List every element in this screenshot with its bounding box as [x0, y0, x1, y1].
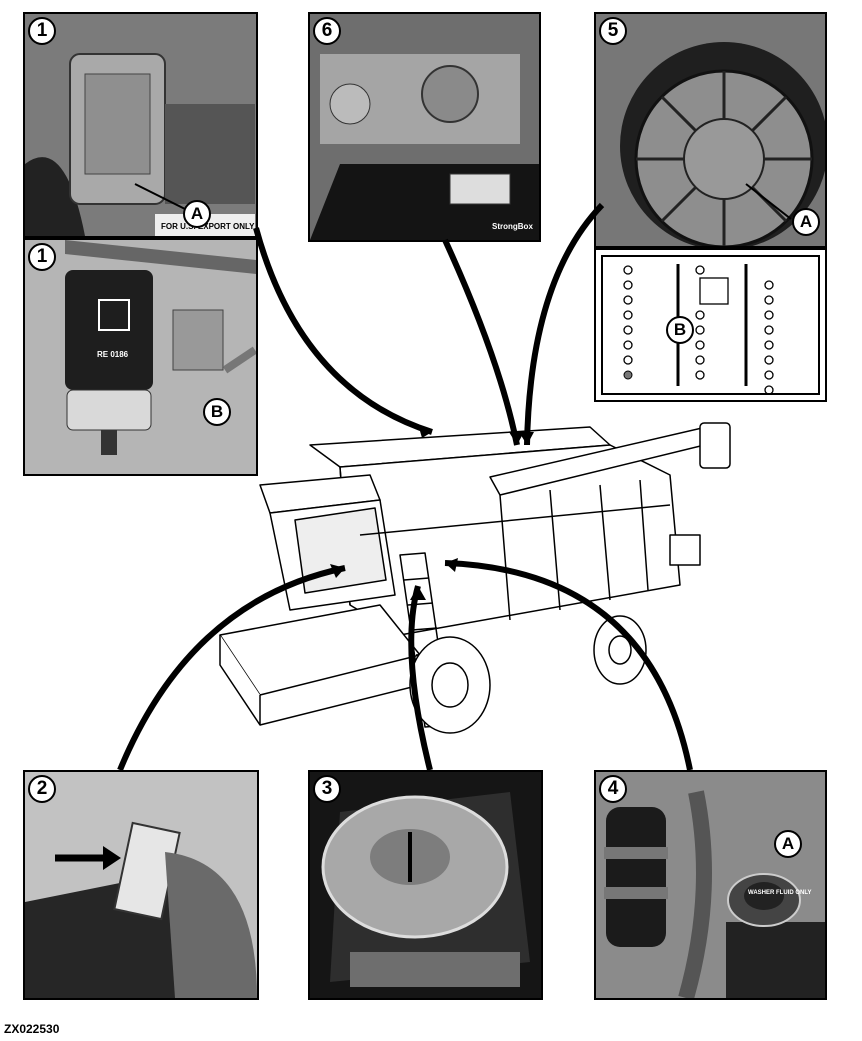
panel-number-badge: 1: [28, 17, 56, 45]
panel-1-water-separator-view: 1 RE 0186 B: [23, 238, 258, 476]
callout-b: B: [666, 316, 694, 344]
panel-number-badge: 1: [28, 243, 56, 271]
engine-battery-photo: [310, 14, 539, 240]
panel-number-badge: 4: [599, 775, 627, 803]
panel-number-badge: 3: [313, 775, 341, 803]
callout-a: A: [183, 200, 211, 228]
figure-id-caption: ZX022530: [4, 1022, 60, 1036]
combine-harvester-illustration: [219, 422, 731, 734]
export-plate-text: FOR U.S. EXPORT ONLY: [161, 222, 255, 231]
cab-filter-photo: [25, 772, 257, 998]
panel-1-fuel-filter-view: 1 A FOR U.S. EXPORT ONLY: [23, 12, 258, 238]
washer-reservoir-photo: [596, 772, 825, 998]
callout-b: B: [203, 398, 231, 426]
filter-part-number: RE 0186: [97, 350, 129, 359]
panel-3-cab-air-intake-view: 3: [308, 770, 543, 1000]
panel-5-indicator-light-panel: B: [594, 248, 827, 402]
panel-number-badge: 6: [313, 17, 341, 45]
indicator-light-schematic: [601, 255, 820, 395]
fuel-filter-housing-photo: [25, 14, 256, 236]
panel-5-air-cleaner-view: 5 A: [594, 12, 827, 248]
cab-air-intake-photo: [310, 772, 541, 998]
air-cleaner-photo: [596, 14, 825, 246]
panel-6-engine-battery-view: 6 StrongBox: [308, 12, 541, 242]
callout-a: A: [774, 830, 802, 858]
water-separator-photo: [25, 240, 256, 474]
panel-number-badge: 5: [599, 17, 627, 45]
panel-number-badge: 2: [28, 775, 56, 803]
callout-a: A: [792, 208, 820, 236]
panel-2-cab-filter-view: 2: [23, 770, 259, 1000]
panel-4-washer-reservoir-view: 4 A WASHER FLUID ONLY: [594, 770, 827, 1000]
washer-cap-text: WASHER FLUID ONLY: [748, 890, 812, 896]
battery-brand-label: StrongBox: [492, 222, 533, 231]
